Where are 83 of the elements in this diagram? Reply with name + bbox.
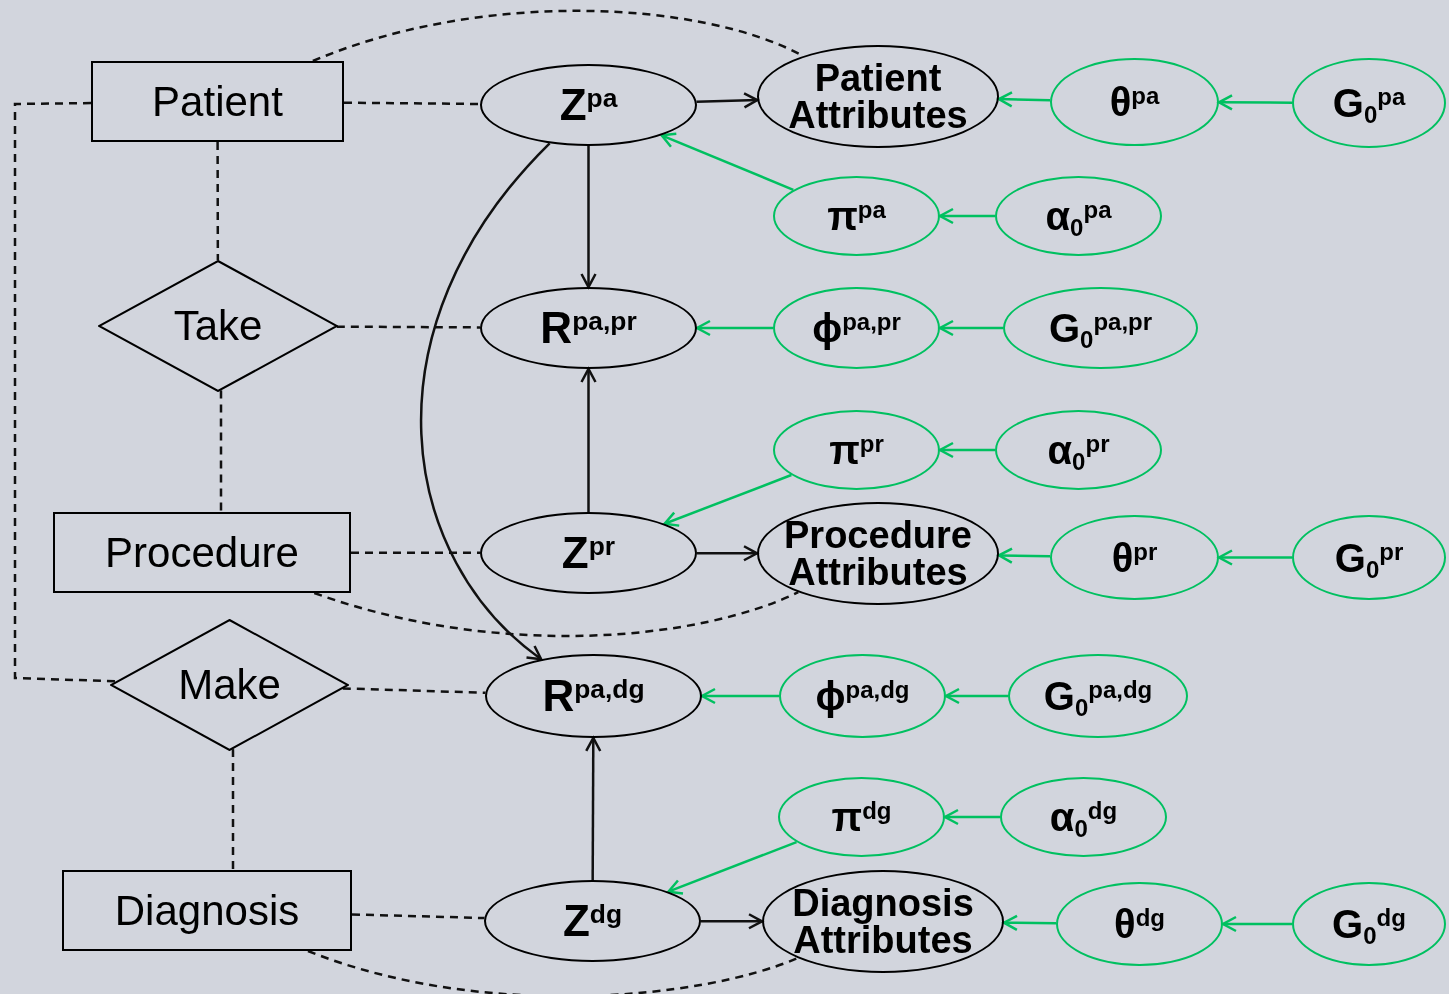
arrow bbox=[580, 146, 597, 289]
parameter-ellipse bbox=[779, 654, 946, 738]
node-label: R$^{pa,pr}$ bbox=[540, 306, 637, 350]
parameter-ellipse bbox=[1050, 515, 1219, 600]
arrow bbox=[700, 687, 779, 705]
dashed-connector bbox=[342, 687, 486, 694]
arrow bbox=[997, 91, 1051, 108]
arrow bbox=[997, 547, 1051, 564]
attribute-ellipse bbox=[757, 502, 999, 605]
parameter-ellipse bbox=[773, 176, 940, 256]
variable-ellipse bbox=[480, 512, 697, 594]
relationship-diamond bbox=[98, 260, 338, 392]
parameter-ellipse bbox=[995, 176, 1162, 256]
variable-ellipse bbox=[480, 287, 697, 369]
variable-ellipse bbox=[480, 64, 697, 146]
arrow bbox=[697, 545, 759, 562]
entity-box bbox=[53, 512, 351, 593]
parameter-ellipse bbox=[1008, 654, 1188, 738]
variable-ellipse bbox=[484, 880, 701, 962]
node-label: R$^{pa,dg}$ bbox=[542, 674, 645, 718]
node-label: Procedure bbox=[105, 531, 299, 574]
node-label: θ$^{pr}$ bbox=[1111, 537, 1158, 578]
node-label: Z$^{pa}$ bbox=[559, 83, 618, 127]
arrow bbox=[585, 736, 602, 880]
parameter-ellipse bbox=[778, 777, 945, 857]
arrow bbox=[938, 207, 995, 225]
parameter-ellipse bbox=[1292, 882, 1446, 966]
arrow bbox=[696, 92, 759, 109]
dashed-connector bbox=[336, 325, 480, 329]
arrow bbox=[667, 840, 797, 895]
arrow bbox=[938, 441, 995, 459]
parameter-ellipse bbox=[1050, 58, 1219, 146]
variable-ellipse bbox=[485, 654, 702, 738]
node-label: Patient bbox=[152, 80, 283, 123]
arrow bbox=[580, 367, 597, 512]
node-label: θ$^{pa}$ bbox=[1109, 82, 1160, 122]
node-label: ϕ$^{pa,pr}$ bbox=[812, 308, 901, 348]
parameter-ellipse bbox=[1056, 882, 1223, 966]
node-label: Diagnosis Attributes bbox=[791, 885, 975, 958]
arrow bbox=[944, 687, 1008, 705]
parameter-ellipse bbox=[995, 410, 1162, 490]
parameter-ellipse bbox=[773, 410, 940, 490]
arrow bbox=[695, 319, 773, 337]
dashed-connector bbox=[231, 749, 235, 872]
node-label: π$^{dg}$ bbox=[831, 797, 892, 837]
node-label: π$^{pa}$ bbox=[827, 196, 886, 236]
parameter-ellipse bbox=[1292, 58, 1446, 148]
parameter-ellipse bbox=[1003, 287, 1198, 369]
dashed-connector bbox=[307, 949, 799, 994]
parameter-ellipse bbox=[1292, 515, 1446, 600]
node-label: Z$^{dg}$ bbox=[562, 899, 623, 943]
parameter-ellipse bbox=[773, 287, 940, 369]
arrow bbox=[663, 473, 792, 527]
node-label: Take bbox=[173, 305, 263, 347]
node-label: Z$^{pr}$ bbox=[561, 531, 616, 575]
node-label: Procedure Attributes bbox=[783, 517, 973, 590]
dashed-connector bbox=[13, 101, 117, 683]
node-label: ϕ$^{pa,dg}$ bbox=[815, 676, 910, 716]
arrow bbox=[420, 142, 551, 661]
attribute-ellipse bbox=[757, 45, 999, 148]
arrow bbox=[1217, 94, 1292, 111]
dashed-connector bbox=[313, 591, 799, 637]
entity-box bbox=[91, 61, 344, 142]
arrow bbox=[701, 913, 764, 930]
arrow bbox=[943, 808, 1000, 826]
relationship-diamond bbox=[110, 619, 349, 751]
node-label: θ$^{dg}$ bbox=[1114, 904, 1165, 944]
arrow bbox=[938, 319, 1003, 337]
node-label: Diagnosis bbox=[114, 889, 300, 932]
dashed-connector bbox=[216, 142, 220, 261]
arrow bbox=[1217, 549, 1292, 566]
attribute-ellipse bbox=[762, 870, 1004, 973]
arrow bbox=[1221, 915, 1292, 933]
dashed-connector bbox=[351, 551, 480, 555]
arrow bbox=[1002, 914, 1057, 932]
node-label: Patient Attributes bbox=[787, 60, 969, 133]
dashed-connector bbox=[351, 913, 485, 920]
arrow bbox=[660, 132, 794, 191]
node-label: Make bbox=[178, 664, 281, 706]
entity-box bbox=[62, 870, 352, 951]
dashed-connector bbox=[344, 101, 481, 106]
node-label: π$^{pr}$ bbox=[829, 430, 884, 470]
parameter-ellipse bbox=[1000, 777, 1167, 857]
